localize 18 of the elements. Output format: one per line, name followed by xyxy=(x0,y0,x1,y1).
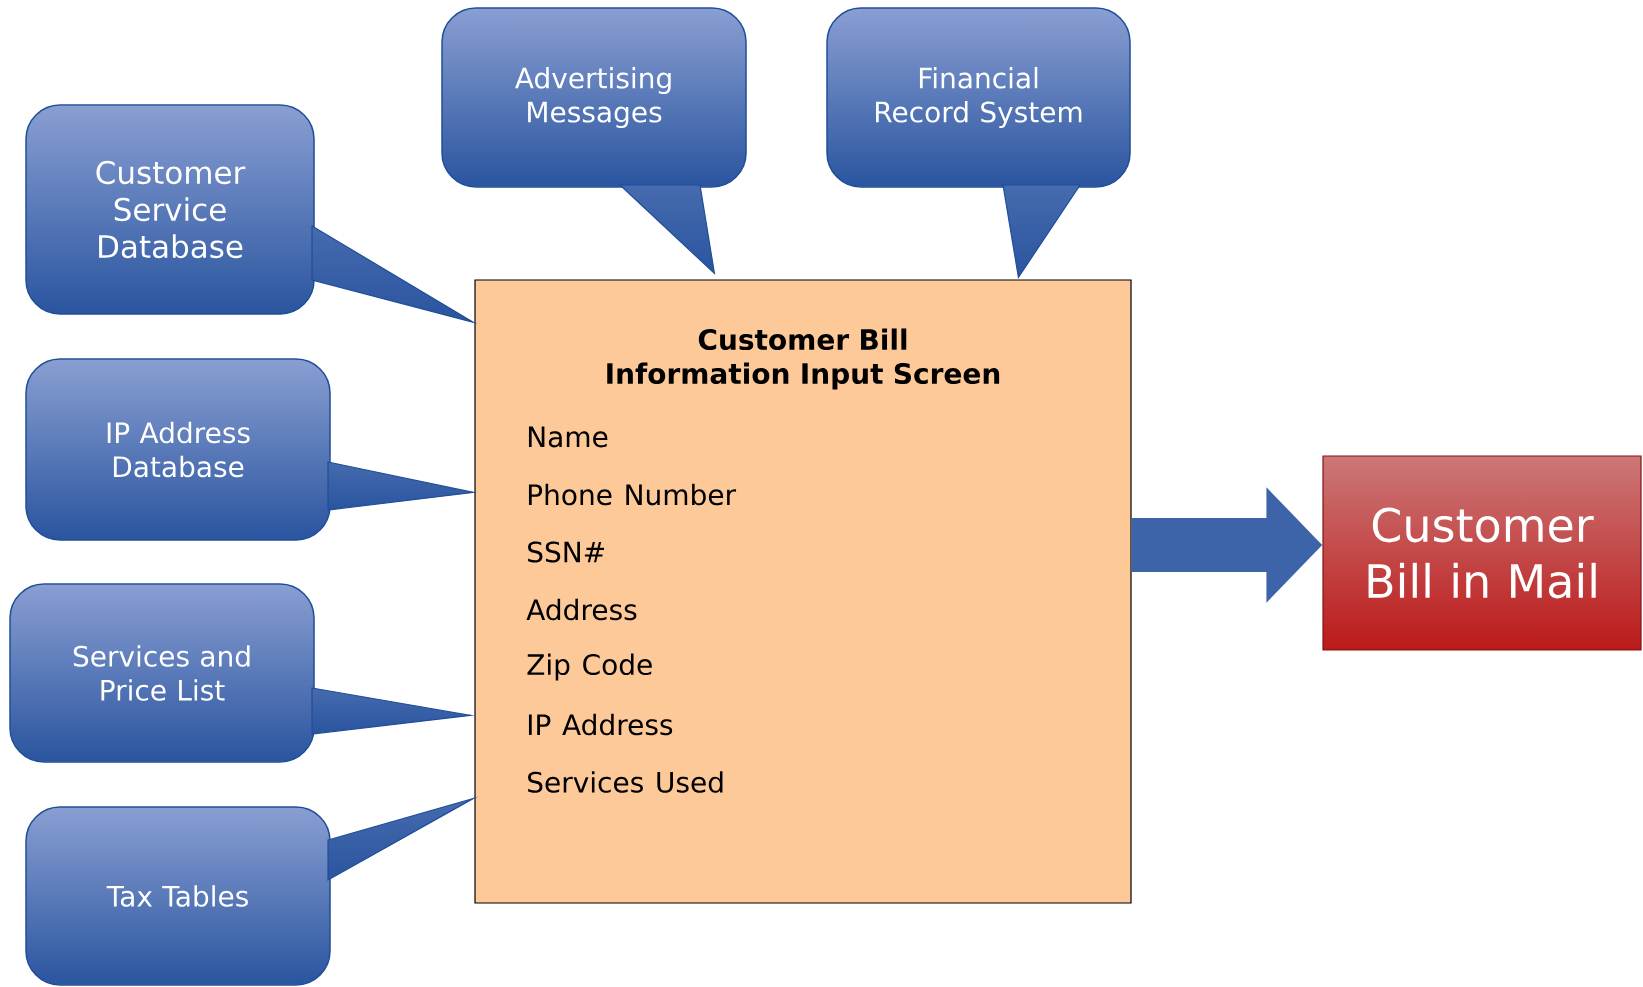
field-label: Zip Code xyxy=(527,653,652,681)
callout-pointer xyxy=(327,796,479,881)
field-label: SSN# xyxy=(528,541,605,563)
field-label: Name xyxy=(528,426,608,448)
field-label: Services Used xyxy=(528,771,723,793)
callout-pointer xyxy=(311,687,475,735)
callout-box: Customer Service Database xyxy=(25,104,315,315)
output-box: Customer Bill in Mail xyxy=(1322,455,1642,651)
field-label: Address xyxy=(526,598,637,621)
callout-box: Services and Price List xyxy=(9,583,315,763)
screen-title: Customer Bill Information Input Screen xyxy=(607,328,1000,390)
callout-box: Tax Tables xyxy=(25,806,331,986)
callout-box: Financial Record System xyxy=(826,7,1131,188)
field-label: IP Address xyxy=(528,713,673,736)
input-screen-box xyxy=(474,279,1132,904)
callout-box: IP Address Database xyxy=(25,358,331,541)
callout-pointer xyxy=(327,461,478,511)
field-label: Phone Number xyxy=(528,483,737,506)
